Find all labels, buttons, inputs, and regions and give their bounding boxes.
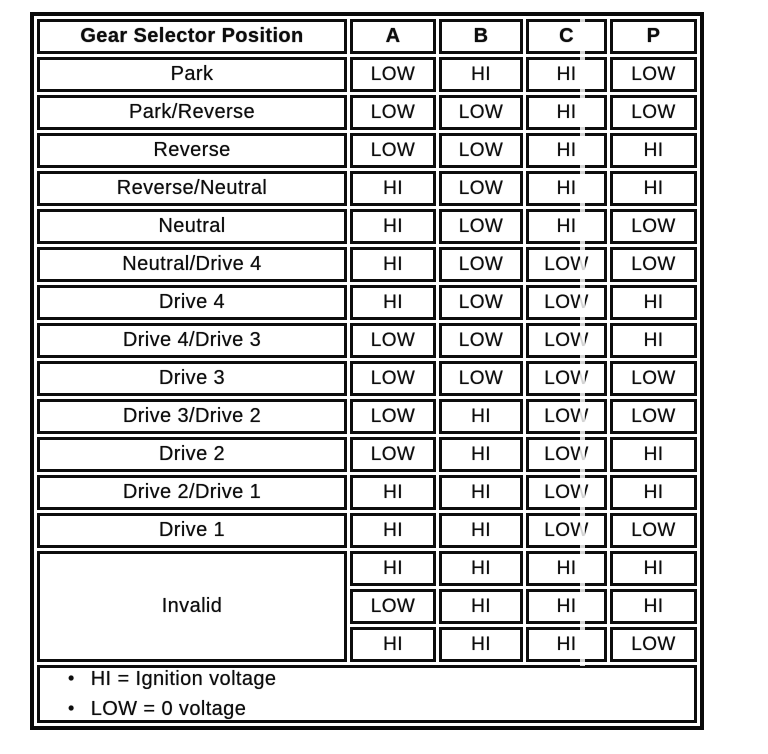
signal-cell-p: HI [610, 323, 697, 358]
signal-cell-a: HI [350, 171, 436, 206]
signal-cell-c: LOW [526, 475, 607, 510]
signal-cell-p: HI [610, 437, 697, 472]
signal-cell-p: HI [610, 551, 697, 586]
legend-text: LOW = 0 voltage [90, 697, 247, 720]
signal-cell-c: HI [526, 171, 607, 206]
signal-cell-c: HI [526, 551, 607, 586]
bullet-icon: • [68, 667, 75, 688]
signal-cell-a: HI [350, 551, 436, 586]
signal-cell-b: LOW [439, 209, 523, 244]
gear-position-cell: Drive 4 [37, 285, 347, 320]
signal-cell-p: LOW [610, 247, 697, 282]
signal-cell-a: LOW [350, 57, 436, 92]
gear-position-cell: Drive 2 [37, 437, 347, 472]
column-header-c: C [526, 19, 607, 54]
signal-cell-a: HI [350, 247, 436, 282]
signal-cell-a: HI [350, 209, 436, 244]
signal-cell-a: HI [350, 513, 436, 548]
signal-cell-b: HI [439, 399, 523, 434]
signal-cell-c: LOW [526, 361, 607, 396]
signal-cell-c: HI [526, 589, 607, 624]
gear-position-cell: Drive 3/Drive 2 [37, 399, 347, 434]
signal-cell-b: HI [439, 589, 523, 624]
gear-position-cell: Drive 3 [37, 361, 347, 396]
signal-cell-b: LOW [439, 247, 523, 282]
signal-cell-c: HI [526, 95, 607, 130]
legend-footer: • HI = Ignition voltage • LOW = 0 voltage [37, 665, 697, 723]
column-header-gear-selector-position: Gear Selector Position [37, 19, 347, 54]
column-header-b: B [439, 19, 523, 54]
signal-cell-c: LOW [526, 437, 607, 472]
gear-position-cell-invalid: Invalid [37, 551, 347, 662]
signal-cell-p: HI [610, 285, 697, 320]
signal-cell-c: HI [526, 209, 607, 244]
signal-cell-p: LOW [610, 209, 697, 244]
signal-cell-a: HI [350, 627, 436, 662]
signal-cell-c: LOW [526, 513, 607, 548]
signal-cell-b: HI [439, 437, 523, 472]
signal-cell-c: LOW [526, 399, 607, 434]
signal-cell-p: HI [610, 589, 697, 624]
column-header-a: A [350, 19, 436, 54]
gear-position-cell: Park/Reverse [37, 95, 347, 130]
legend-item: • LOW = 0 voltage [68, 698, 246, 721]
signal-cell-c: LOW [526, 323, 607, 358]
signal-cell-c: HI [526, 133, 607, 168]
signal-cell-b: LOW [439, 285, 523, 320]
signal-cell-c: HI [526, 627, 607, 662]
signal-cell-b: HI [439, 475, 523, 510]
column-header-p: P [610, 19, 697, 54]
signal-cell-c: LOW [526, 285, 607, 320]
signal-cell-b: LOW [439, 171, 523, 206]
gear-position-cell: Reverse/Neutral [37, 171, 347, 206]
signal-cell-b: LOW [439, 361, 523, 396]
signal-cell-c: HI [526, 57, 607, 92]
gear-position-cell: Park [37, 57, 347, 92]
signal-cell-a: LOW [350, 323, 436, 358]
signal-cell-a: LOW [350, 589, 436, 624]
signal-cell-b: HI [439, 57, 523, 92]
signal-cell-b: LOW [439, 323, 523, 358]
signal-cell-a: HI [350, 285, 436, 320]
signal-cell-a: LOW [350, 95, 436, 130]
signal-cell-a: HI [350, 475, 436, 510]
signal-cell-p: LOW [610, 399, 697, 434]
signal-cell-p: HI [610, 475, 697, 510]
gear-position-cell: Drive 2/Drive 1 [37, 475, 347, 510]
bullet-icon: • [68, 697, 75, 718]
signal-cell-a: LOW [350, 361, 436, 396]
signal-cell-p: LOW [610, 95, 697, 130]
legend-item: • HI = Ignition voltage [68, 668, 276, 691]
signal-cell-a: LOW [350, 399, 436, 434]
gear-position-cell: Neutral [37, 209, 347, 244]
gear-position-cell: Drive 4/Drive 3 [37, 323, 347, 358]
signal-cell-b: LOW [439, 95, 523, 130]
signal-cell-c: LOW [526, 247, 607, 282]
signal-cell-p: LOW [610, 57, 697, 92]
signal-cell-p: HI [610, 133, 697, 168]
signal-cell-p: LOW [610, 627, 697, 662]
signal-cell-p: LOW [610, 513, 697, 548]
signal-cell-a: LOW [350, 133, 436, 168]
gear-position-cell: Neutral/Drive 4 [37, 247, 347, 282]
signal-cell-b: LOW [439, 133, 523, 168]
signal-cell-a: LOW [350, 437, 436, 472]
signal-cell-b: HI [439, 551, 523, 586]
signal-cell-p: HI [610, 171, 697, 206]
gear-position-cell: Reverse [37, 133, 347, 168]
legend-text: HI = Ignition voltage [90, 667, 277, 690]
signal-cell-b: HI [439, 513, 523, 548]
signal-cell-b: HI [439, 627, 523, 662]
signal-cell-p: LOW [610, 361, 697, 396]
gear-position-cell: Drive 1 [37, 513, 347, 548]
